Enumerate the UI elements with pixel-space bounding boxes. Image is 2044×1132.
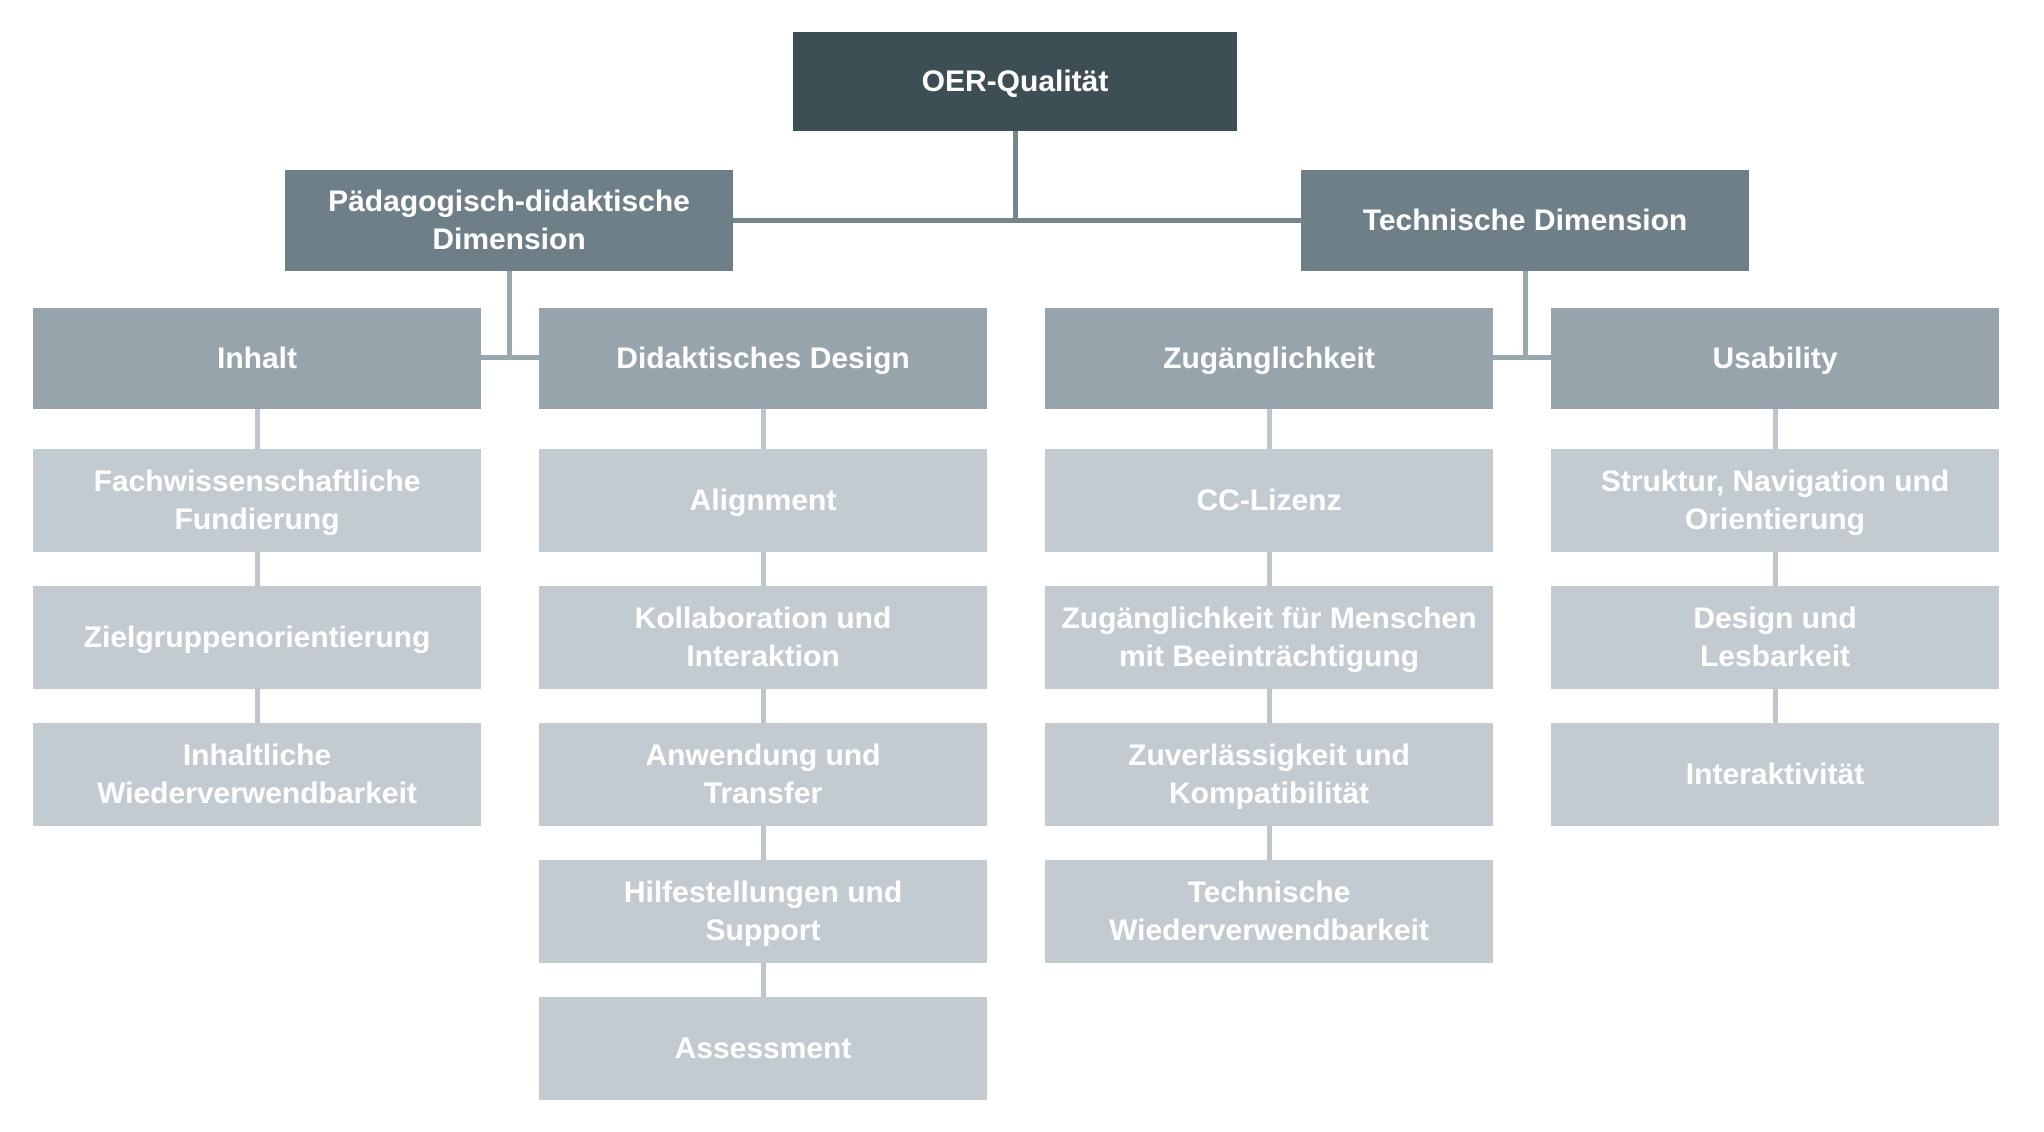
item-node-cc-lizenz: CC-Lizenz bbox=[1045, 449, 1493, 552]
connector-branch1-vertical bbox=[1523, 271, 1528, 360]
connector-col0-seg0 bbox=[255, 409, 260, 449]
item-node-hilfestellungen-und-support: Hilfestellungen und Support bbox=[539, 860, 987, 963]
connector-col2-seg0 bbox=[1267, 409, 1272, 449]
category-header-usability: Usability bbox=[1551, 308, 1999, 409]
connector-root-vertical bbox=[1013, 131, 1018, 223]
item-node-zuverlaessigkeit-und-kompatibilitaet: Zuverlässigkeit und Kompatibilität bbox=[1045, 723, 1493, 826]
connector-col2-seg2 bbox=[1267, 689, 1272, 723]
connector-root-horizontal bbox=[733, 218, 1301, 223]
item-node-zielgruppenorientierung: Zielgruppenorientierung bbox=[33, 586, 481, 689]
item-node-assessment: Assessment bbox=[539, 997, 987, 1100]
connector-col1-seg3 bbox=[761, 826, 766, 860]
item-node-interaktivitaet: Interaktivität bbox=[1551, 723, 1999, 826]
category-header-didaktisches-design: Didaktisches Design bbox=[539, 308, 987, 409]
connector-col0-seg1 bbox=[255, 552, 260, 586]
item-node-design-und-lesbarkeit: Design und Lesbarkeit bbox=[1551, 586, 1999, 689]
connector-col3-seg2 bbox=[1773, 689, 1778, 723]
connector-col1-seg0 bbox=[761, 409, 766, 449]
category-header-zugaenglichkeit: Zugänglichkeit bbox=[1045, 308, 1493, 409]
item-node-inhaltliche-wiederverwendbarkeit: Inhaltliche Wiederverwendbarkeit bbox=[33, 723, 481, 826]
connector-col2-seg1 bbox=[1267, 552, 1272, 586]
root-node-oer-qualitaet: OER-Qualität bbox=[793, 32, 1237, 131]
item-node-fachwissenschaftliche-fundierung: Fachwissenschaftliche Fundierung bbox=[33, 449, 481, 552]
item-node-kollaboration-und-interaktion: Kollaboration und Interaktion bbox=[539, 586, 987, 689]
connector-col1-seg2 bbox=[761, 689, 766, 723]
category-header-inhalt: Inhalt bbox=[33, 308, 481, 409]
dimension-node-technisch: Technische Dimension bbox=[1301, 170, 1749, 271]
connector-col3-seg1 bbox=[1773, 552, 1778, 586]
item-node-struktur-navigation-orientierung: Struktur, Navigation und Orientierung bbox=[1551, 449, 1999, 552]
connector-col1-seg1 bbox=[761, 552, 766, 586]
item-node-anwendung-und-transfer: Anwendung und Transfer bbox=[539, 723, 987, 826]
item-node-technische-wiederverwendbarkeit: Technische Wiederverwendbarkeit bbox=[1045, 860, 1493, 963]
connector-col2-seg3 bbox=[1267, 826, 1272, 860]
connector-col0-seg2 bbox=[255, 689, 260, 723]
item-node-zugaenglichkeit-fuer-menschen: Zugänglichkeit für Menschen mit Beeinträ… bbox=[1045, 586, 1493, 689]
connector-branch1-horizontal bbox=[1493, 355, 1551, 360]
connector-col1-seg4 bbox=[761, 963, 766, 997]
connector-branch0-horizontal bbox=[481, 355, 539, 360]
connector-branch0-vertical bbox=[507, 271, 512, 360]
item-node-alignment: Alignment bbox=[539, 449, 987, 552]
dimension-node-paedagogisch-didaktisch: Pädagogisch-didaktische Dimension bbox=[285, 170, 733, 271]
connector-col3-seg0 bbox=[1773, 409, 1778, 449]
